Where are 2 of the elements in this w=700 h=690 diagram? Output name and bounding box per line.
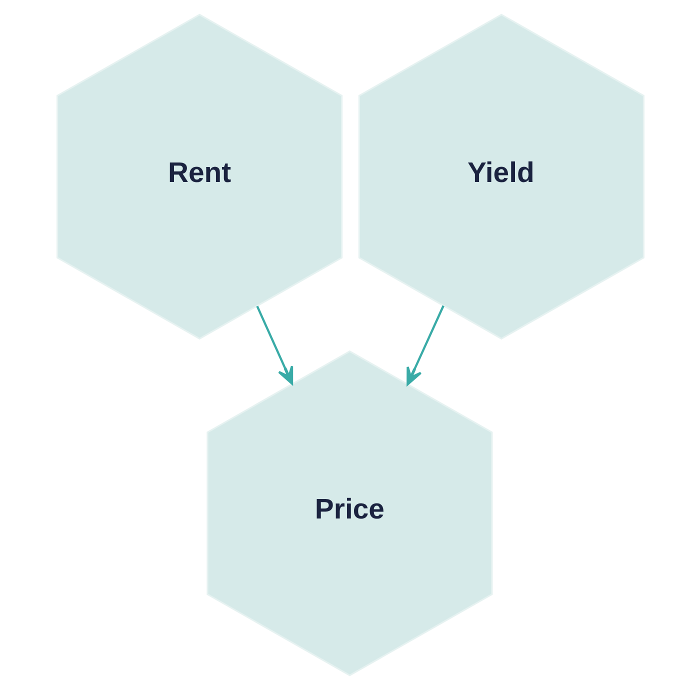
- arrow: [256, 306, 293, 385]
- arrow: [406, 305, 444, 386]
